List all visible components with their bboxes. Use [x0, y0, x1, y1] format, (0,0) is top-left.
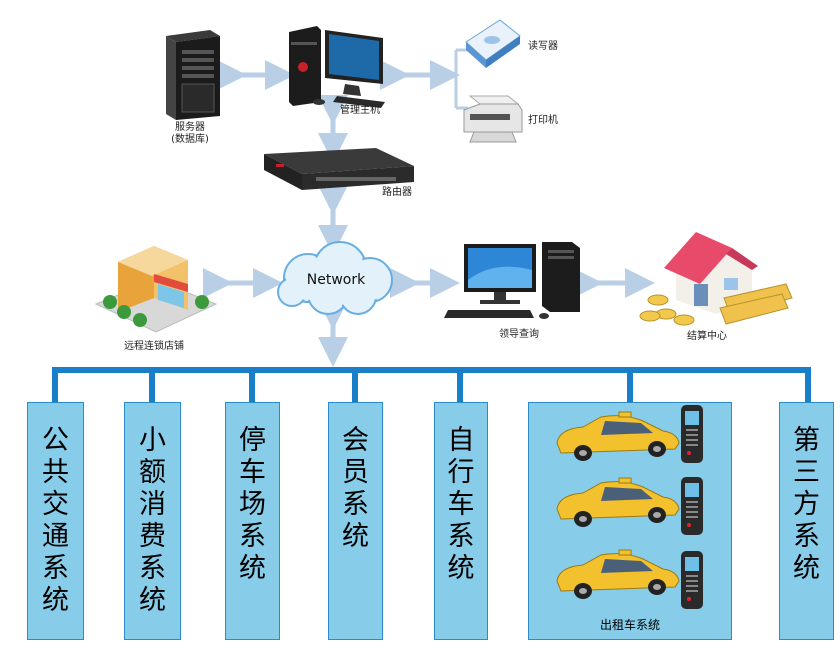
system-micro-payment: 小额消费系统 — [124, 402, 181, 640]
system-bicycle: 自行车系统 — [434, 402, 488, 640]
system-label: 第三方系统 — [793, 425, 820, 584]
server-sublabel: (数据库) — [171, 134, 209, 145]
taxi-illustration — [556, 405, 703, 609]
system-parking: 停车场系统 — [225, 402, 280, 640]
leader-label: 领导查询 — [499, 329, 539, 340]
network-label: Network — [306, 272, 366, 288]
server-icon — [166, 30, 220, 120]
system-public-transport: 公共交通系统 — [27, 402, 84, 640]
pos-terminal-icon — [681, 405, 703, 609]
settlement-label: 结算中心 — [687, 331, 727, 342]
system-label: 小额消费系统 — [139, 425, 166, 616]
printer-icon — [463, 95, 523, 143]
printer-label: 打印机 — [528, 115, 558, 126]
system-label: 自行车系统 — [447, 425, 475, 584]
settlement-house-icon — [639, 232, 793, 326]
store-icon — [94, 246, 218, 333]
card-reader-icon — [465, 19, 521, 68]
system-label: 公共交通系统 — [42, 425, 69, 616]
system-taxi: 出租车系统 — [528, 402, 732, 640]
reader-label: 读写器 — [528, 41, 558, 52]
system-membership: 会员系统 — [328, 402, 383, 640]
system-third-party: 第三方系统 — [779, 402, 834, 640]
host-label: 管理主机 — [340, 105, 380, 116]
router-icon — [264, 148, 414, 190]
taxi-icon — [556, 411, 680, 599]
network-cloud-icon — [277, 241, 393, 315]
system-label: 出租车系统 — [599, 618, 660, 632]
host-computer-icon — [289, 26, 385, 108]
server-label: 服务器 — [175, 122, 205, 133]
leader-computer-icon — [444, 242, 580, 319]
system-label: 会员系统 — [342, 425, 369, 552]
store-label: 远程连锁店铺 — [124, 341, 184, 352]
system-label: 停车场系统 — [239, 425, 266, 584]
router-label: 路由器 — [382, 187, 412, 198]
